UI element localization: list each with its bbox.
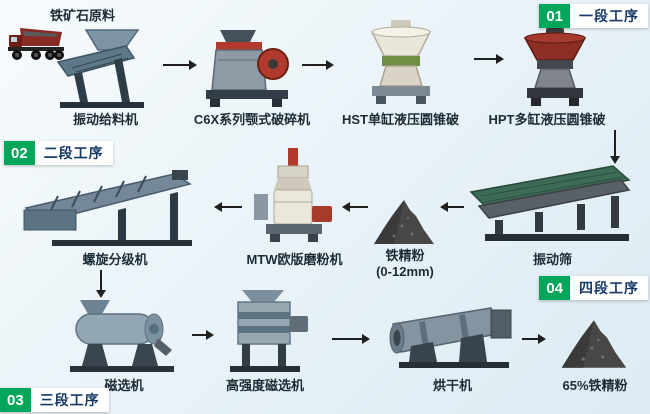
vibrating-feeder-image <box>52 28 157 110</box>
raw-material-label: 铁矿石原料 <box>50 8 116 23</box>
mtw-mill-image <box>248 146 338 248</box>
hpt-cone-crusher-image <box>515 26 595 114</box>
iron-powder-pile-image <box>372 196 436 248</box>
vibrating-screen-label: 振动筛 <box>532 252 572 267</box>
jaw-crusher-image <box>200 28 295 112</box>
jaw-crusher-label: C6X系列颚式破碎机 <box>193 112 311 127</box>
arrow-screen-to-powder <box>442 206 464 208</box>
stage-2-badge: 02 二段工序 <box>4 141 113 165</box>
stage-2-label: 二段工序 <box>34 141 113 165</box>
stage-3-number: 03 <box>0 388 31 412</box>
spiral-classifier-image <box>22 168 212 250</box>
arrow-powder-to-mill <box>344 206 368 208</box>
hst-cone-crusher-image <box>360 18 442 112</box>
stage-3-badge: 03 三段工序 <box>0 388 109 412</box>
dryer-label: 烘干机 <box>432 378 472 393</box>
arrow-feeder-to-jaw <box>163 64 195 66</box>
iron-powder-size-label: (0-12mm) <box>376 264 434 279</box>
hst-cone-crusher-label: HST单缸液压圆锥破 <box>341 112 459 127</box>
arrow-jaw-to-hst <box>302 64 332 66</box>
dump-truck-image <box>6 22 68 64</box>
stage-1-badge: 01 一段工序 <box>539 4 648 28</box>
final-product-label: 65%铁精粉 <box>562 378 628 393</box>
vibrating-screen-image <box>465 162 640 248</box>
arrow-dryer-to-final <box>522 338 544 340</box>
spiral-classifier-label: 螺旋分级机 <box>82 252 148 267</box>
stage-4-badge: 04 四段工序 <box>539 276 648 300</box>
arrow-himagsep-to-dryer <box>332 338 368 340</box>
magnetic-separator-image <box>58 298 186 374</box>
high-intensity-magnetic-separator-label: 高强度磁选机 <box>225 378 304 393</box>
iron-powder-label: 铁精粉 <box>385 248 425 263</box>
vibrating-feeder-label: 振动给料机 <box>72 112 138 127</box>
hpt-cone-crusher-label: HPT多缸液压圆锥破 <box>488 112 606 127</box>
stage-1-label: 一段工序 <box>570 4 648 28</box>
stage-2-number: 02 <box>4 141 35 165</box>
magnetic-separator-label: 磁选机 <box>104 378 144 393</box>
mtw-mill-label: MTW欧版磨粉机 <box>246 252 343 267</box>
stage-3-label: 三段工序 <box>30 388 109 412</box>
dryer-image <box>385 296 517 374</box>
stage-4-label: 四段工序 <box>570 276 648 300</box>
arrow-mill-to-classifier <box>216 206 242 208</box>
arrow-magsep-to-himagsep <box>192 334 212 336</box>
arrow-hst-to-hpt <box>474 58 502 60</box>
arrow-hpt-to-screen <box>614 130 616 162</box>
stage-1-number: 01 <box>539 4 570 28</box>
arrow-classifier-to-magnetic-separator <box>100 270 102 296</box>
final-product-pile-image <box>556 316 632 372</box>
high-intensity-magnetic-separator-image <box>214 288 316 374</box>
stage-4-number: 04 <box>539 276 570 300</box>
